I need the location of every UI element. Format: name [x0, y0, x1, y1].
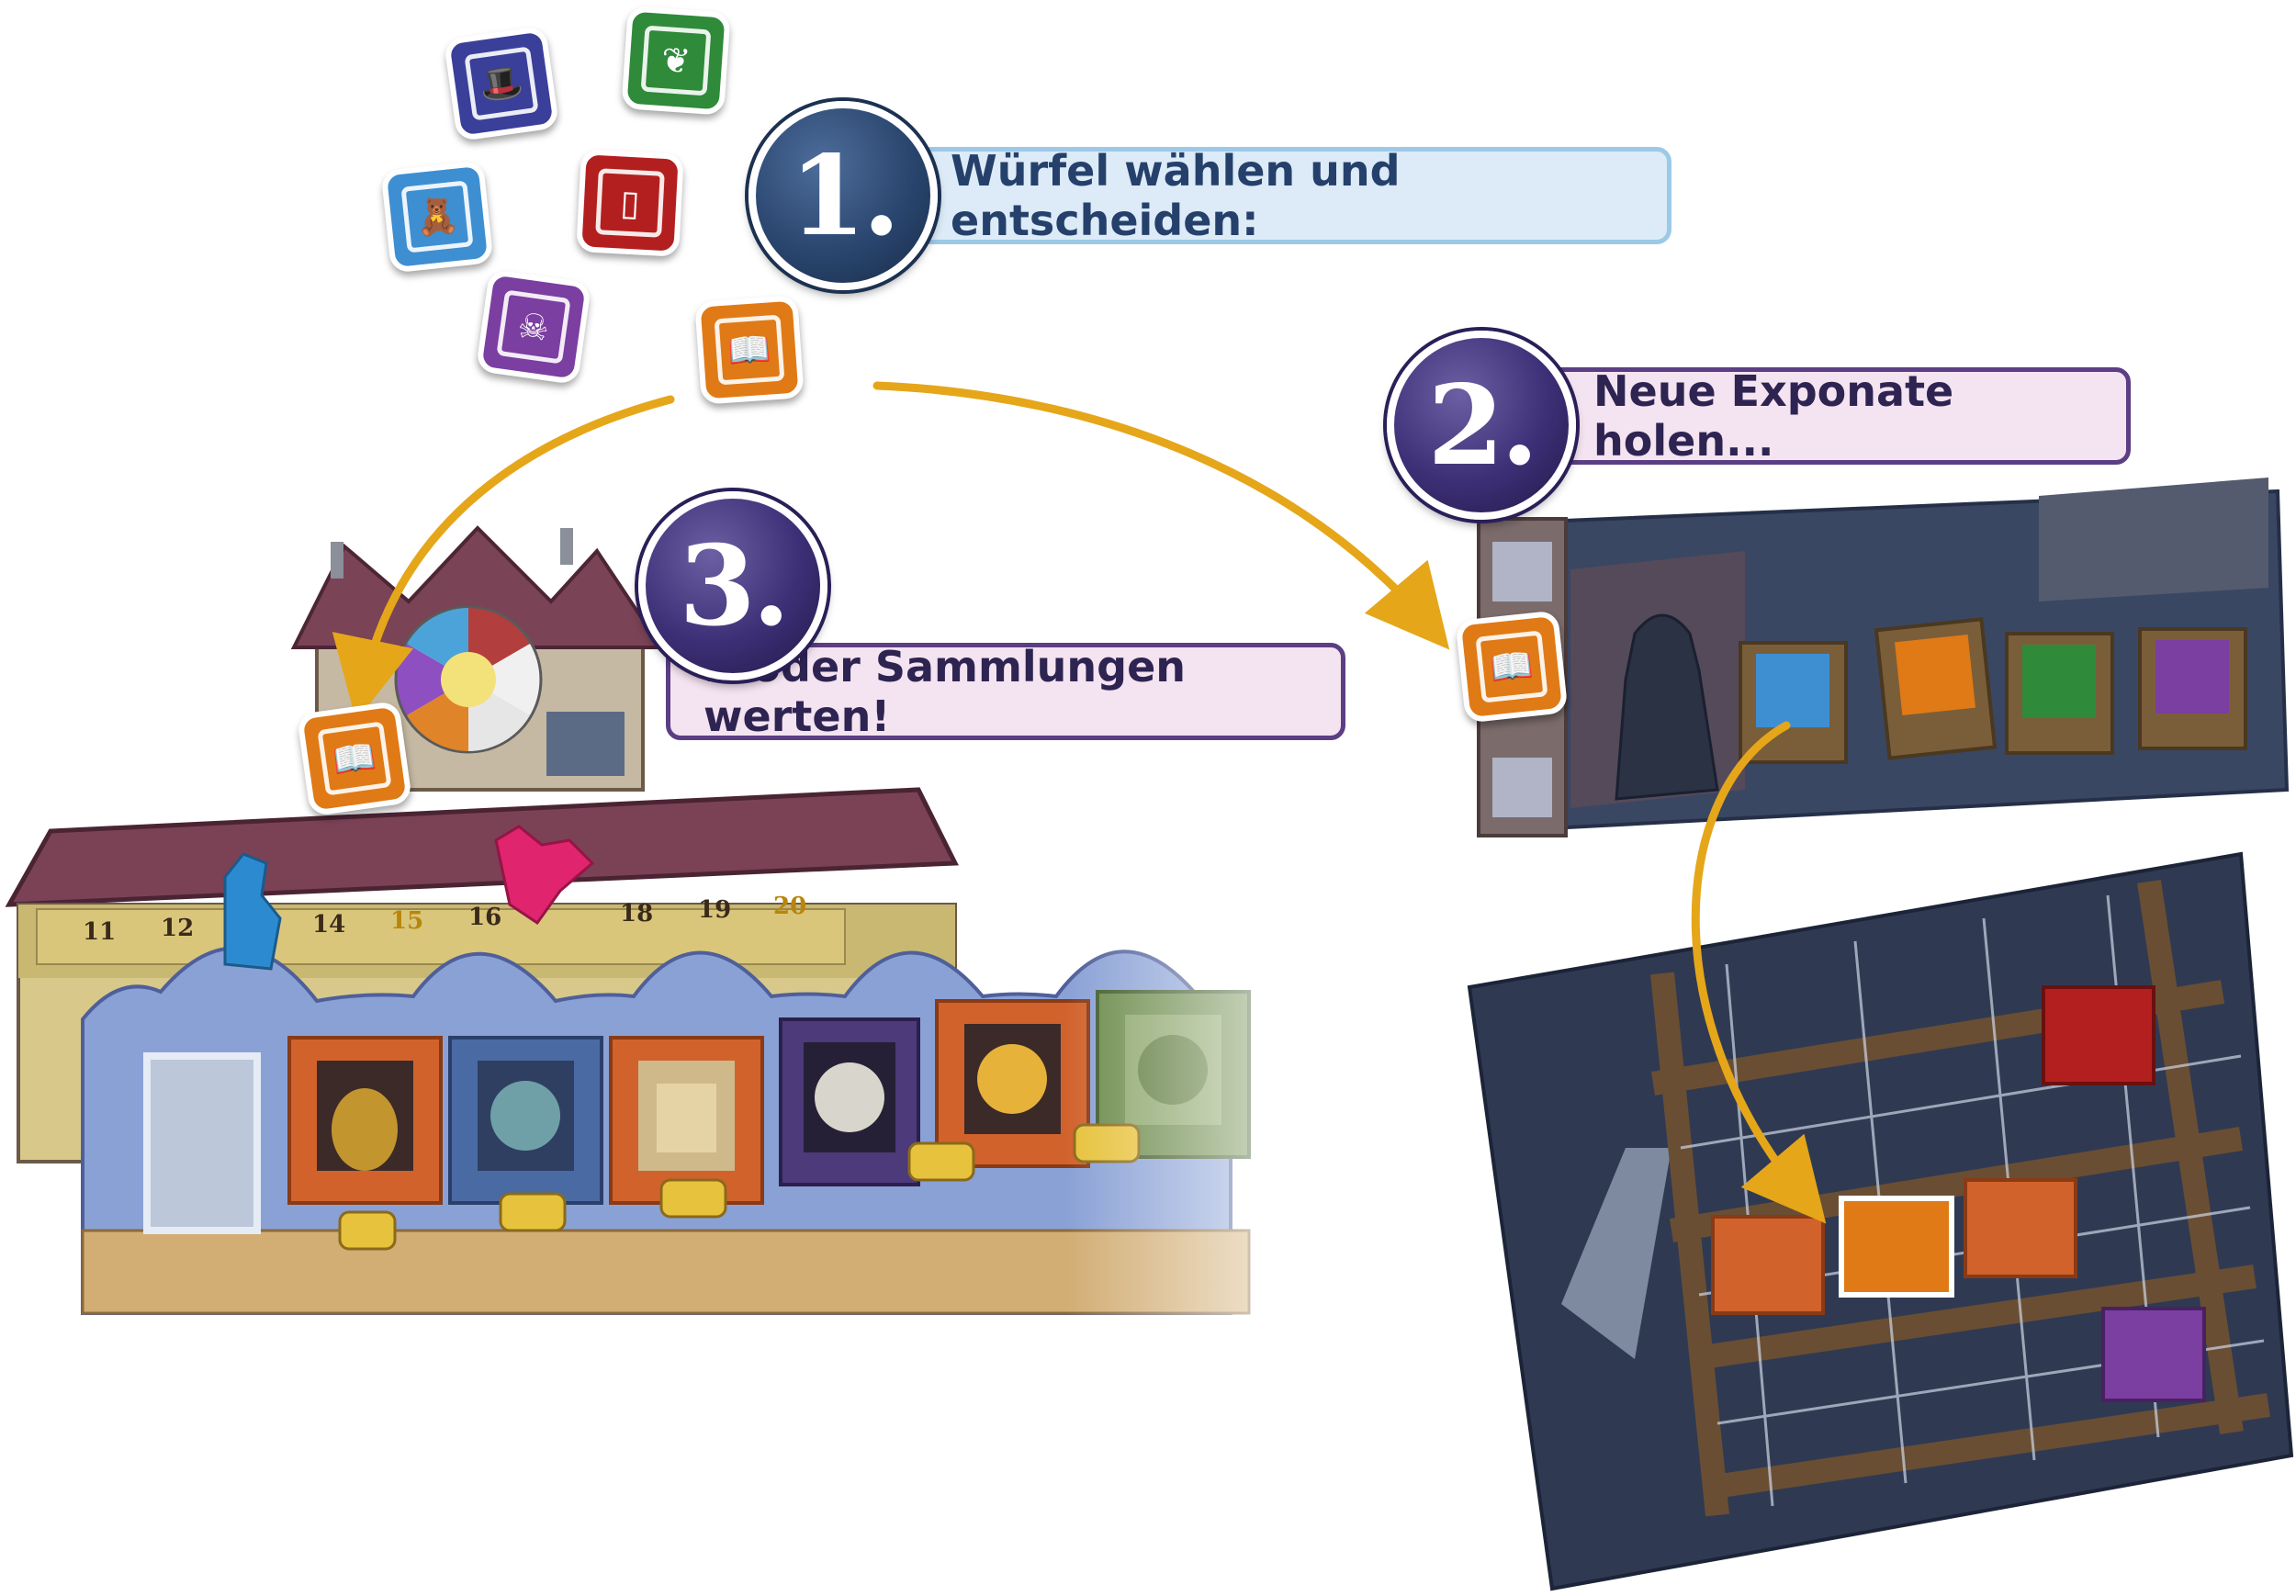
storage-board — [1467, 851, 2294, 1591]
museum-board — [5, 525, 1378, 1322]
track-number: 15 — [390, 907, 424, 935]
step-1-number: 1. — [789, 130, 900, 261]
step-1-label: Würfel wählen und entscheiden: — [900, 146, 1671, 245]
book-icon: 📖 — [330, 735, 379, 781]
leaf-icon: ❦ — [659, 39, 692, 83]
book-die[interactable]: 📖 — [694, 295, 805, 405]
placed-book-die-museum: 📖 — [296, 700, 413, 817]
arrow-to-storage — [1691, 721, 1827, 1224]
blue-meeple — [223, 852, 282, 971]
arrow-to-museum — [332, 395, 675, 722]
placed-book-die-market: 📖 — [1455, 610, 1569, 724]
dark-figure — [1615, 613, 1719, 801]
step-2-badge: 2. — [1387, 331, 1576, 520]
museum-door-window — [143, 1052, 261, 1234]
frame-die[interactable]: ▯ — [576, 149, 684, 257]
step-2-label: Neue Exponate holen... — [1506, 366, 2131, 466]
track-number: 11 — [83, 918, 117, 946]
frame-icon: ▯ — [619, 182, 641, 224]
teddy-bear-icon: 🧸 — [413, 194, 461, 239]
track-number: 12 — [161, 915, 195, 942]
step-2-text: Neue Exponate holen... — [1593, 366, 1954, 466]
top-hat-die[interactable]: 🎩 — [443, 25, 560, 142]
track-number: 19 — [698, 896, 732, 924]
pink-meeple — [494, 825, 595, 926]
step-3-text: ...oder Sammlungen werten! — [703, 642, 1187, 741]
track-number: 14 — [312, 911, 346, 938]
book-icon: 📖 — [726, 327, 773, 372]
step-2-number: 2. — [1427, 360, 1538, 490]
track-number: 18 — [620, 900, 654, 927]
arrow-to-market — [872, 381, 1450, 650]
skull-die[interactable]: ☠ — [475, 268, 592, 386]
flow-arrows — [332, 381, 1827, 1224]
book-icon: 📖 — [1488, 644, 1536, 689]
top-hat-icon: 🎩 — [477, 60, 526, 107]
market-board — [1477, 478, 2290, 837]
step-1-badge: 1. — [748, 101, 938, 290]
track-number: 20 — [773, 893, 807, 920]
skull-icon: ☠ — [515, 304, 552, 350]
leaf-die[interactable]: ❦ — [621, 6, 731, 116]
step-1-text: Würfel wählen und entscheiden: — [951, 146, 1401, 245]
step-3-number: 3. — [679, 521, 790, 651]
step-3-badge: 3. — [638, 491, 827, 680]
track-number: 16 — [468, 904, 502, 931]
teddy-bear-die[interactable]: 🧸 — [380, 160, 494, 274]
